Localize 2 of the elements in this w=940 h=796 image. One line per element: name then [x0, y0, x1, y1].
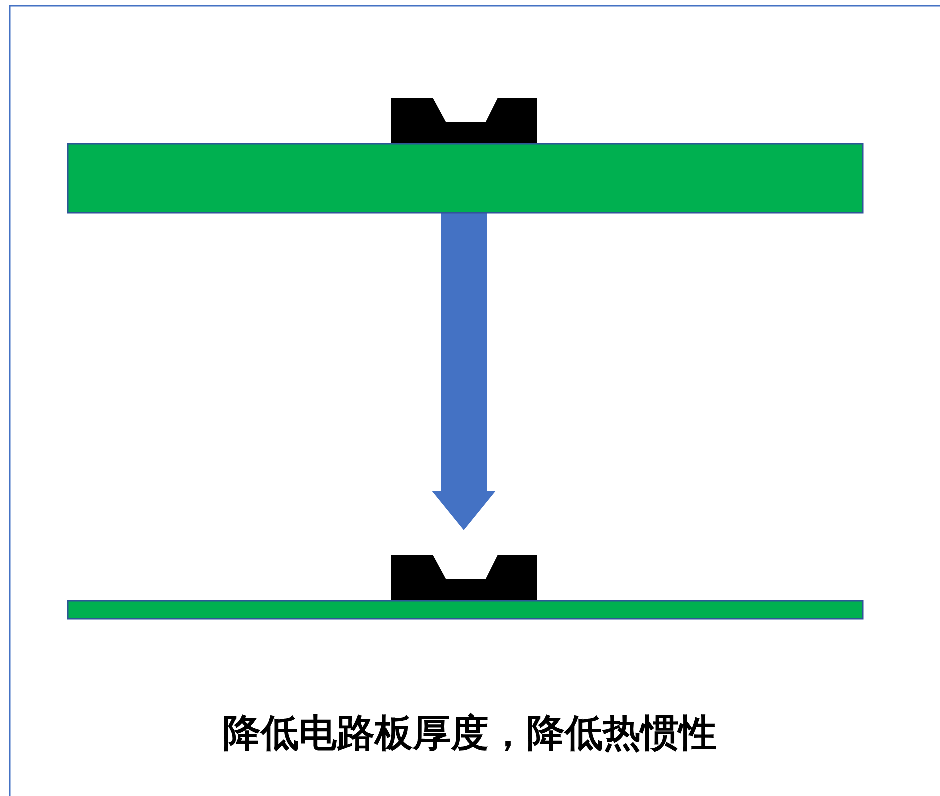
caption-text: 降低电路板厚度，降低热惯性: [222, 710, 718, 757]
arrow: [432, 213, 496, 530]
